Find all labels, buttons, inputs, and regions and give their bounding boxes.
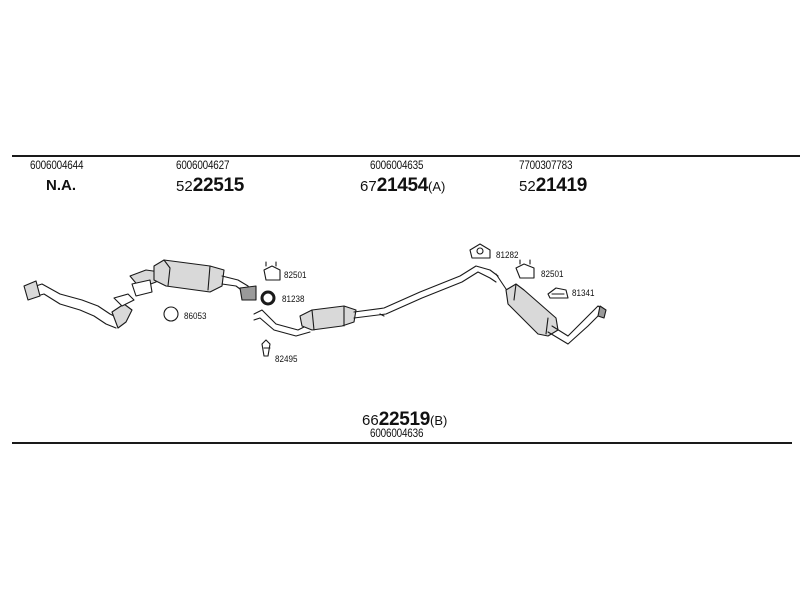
label-gasket-washer: 86053 bbox=[184, 311, 207, 322]
rear-silencer-part bbox=[505, 283, 607, 345]
reference-prefix: 52 bbox=[519, 178, 536, 195]
bottom-part-number: 6006004636 bbox=[370, 428, 424, 440]
front-muffler-part bbox=[129, 259, 257, 301]
reference-main: 22519 bbox=[378, 409, 431, 430]
part-number-column-2: 6006004627 bbox=[176, 160, 230, 172]
part-number-column-3: 6006004635 bbox=[370, 160, 424, 172]
bottom-reference: 6622519(B) bbox=[362, 410, 447, 429]
part-number-column-4: 7700307783 bbox=[519, 160, 573, 172]
reference-column-4: 5221419 bbox=[519, 176, 587, 195]
reference-suffix: (B) bbox=[430, 413, 448, 428]
reference-column-2: 5222515 bbox=[176, 176, 244, 195]
rubber-mount-part bbox=[547, 287, 569, 299]
reference-main: 21419 bbox=[535, 175, 588, 196]
label-clamp-upper: 82501 bbox=[284, 270, 307, 281]
label-bracket-lower: 82495 bbox=[275, 354, 298, 365]
gasket-washer-part bbox=[163, 306, 179, 322]
rubber-hanger-part bbox=[469, 243, 491, 259]
label-rubber-hanger: 81282 bbox=[496, 250, 519, 261]
front-pipe-part bbox=[23, 280, 135, 329]
reference-suffix: (A) bbox=[428, 179, 446, 194]
reference-main: 22515 bbox=[192, 175, 245, 196]
label-rubber-mount: 81341 bbox=[572, 288, 595, 299]
reference-main: 21454 bbox=[376, 175, 429, 196]
label-clamp-rear: 82501 bbox=[541, 269, 564, 280]
reference-column-3: 6721454(A) bbox=[360, 176, 445, 195]
label-gasket-ring: 81238 bbox=[282, 294, 305, 305]
bracket-lower-part bbox=[261, 339, 271, 357]
reference-prefix: 52 bbox=[176, 178, 193, 195]
clamp-upper-part bbox=[263, 261, 281, 281]
reference-prefix: 67 bbox=[360, 178, 377, 195]
gasket-ring-part bbox=[260, 290, 276, 306]
reference-prefix: 66 bbox=[362, 412, 379, 429]
header-divider bbox=[12, 155, 800, 157]
footer-divider bbox=[12, 442, 792, 444]
reference-column-1: N.A. bbox=[46, 177, 76, 194]
part-number-column-1: 6006004644 bbox=[30, 160, 84, 172]
clamp-rear-part bbox=[515, 259, 535, 279]
